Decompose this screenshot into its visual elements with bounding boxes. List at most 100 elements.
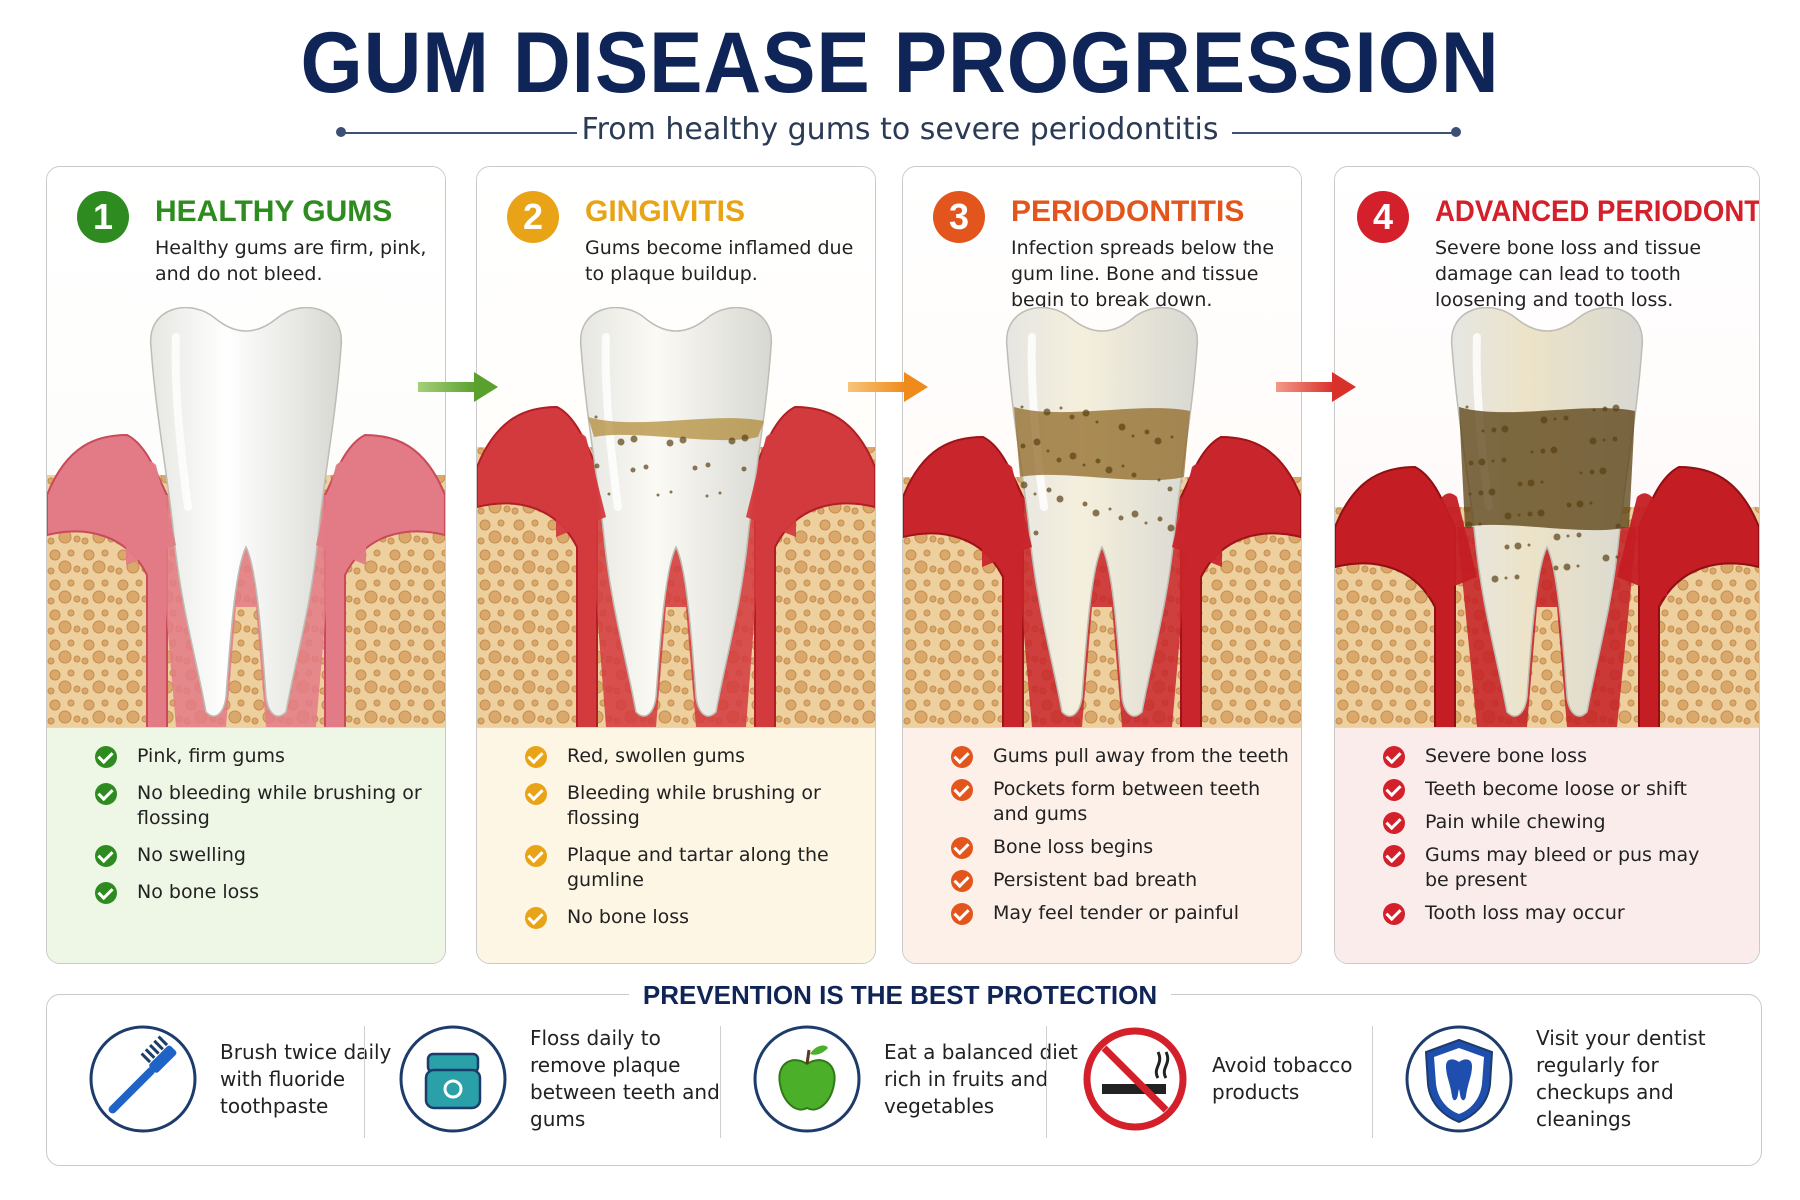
symptom-text: Persistent bad breath [993,869,1198,891]
page-subtitle: From healthy gums to severe periodontiti… [581,112,1219,147]
progression-arrow-icon [848,372,928,402]
stage-card-gingivitis: 2 GINGIVITIS Gums become inflamed due to… [476,166,876,964]
stage-title: PERIODONTITIS [1011,195,1245,228]
stage-title: HEALTHY GUMS [155,195,393,228]
stage-card-healthy: 1 HEALTHY GUMS Healthy gums are firm, pi… [46,166,446,964]
symptom-text: Pain while chewing [1425,811,1606,833]
symptom-item: Plaque and tartar along the gumline [525,843,865,893]
symptom-item: Teeth become loose or shift [1383,777,1723,802]
symptom-text: No bone loss [567,906,690,928]
symptom-text: Bone loss begins [993,836,1154,858]
symptom-item: Severe bone loss [1383,744,1723,769]
symptom-item: Persistent bad breath [951,868,1291,893]
check-icon [95,845,117,867]
symptom-text: Tooth loss may occur [1425,902,1625,924]
stage-card-advanced: 4 ADVANCED PERIODONTITIS Severe bone los… [1334,166,1760,964]
symptom-item: May feel tender or painful [951,901,1291,926]
check-icon [525,907,547,929]
symptom-text: Bleeding while brushing or flossing [567,782,821,829]
stage-card-periodontitis: 3 PERIODONTITIS Infection spreads below … [902,166,1302,964]
gingivitis-tooth-illustration [477,307,875,732]
symptom-text: No bleeding while brushing or flossing [137,782,422,829]
tip-text: Eat a balanced diet rich in fruits and v… [884,1039,1078,1118]
check-icon [1383,779,1405,801]
symptom-item: Tooth loss may occur [1383,901,1723,926]
check-icon [95,783,117,805]
progression-arrow-icon [418,372,498,402]
subtitle-right-line [1232,132,1456,134]
stage-number-badge: 1 [77,191,129,243]
symptom-item: No bone loss [525,905,865,930]
check-icon [95,746,117,768]
periodontitis-tooth-illustration [903,307,1301,732]
stage-description: Healthy gums are firm, pink, and do not … [155,237,427,285]
no-smoking-icon [1083,1027,1187,1131]
symptom-text: Plaque and tartar along the gumline [567,844,829,891]
stage-number-badge: 2 [507,191,559,243]
tip-text: Floss daily to remove plaque between tee… [530,1026,720,1131]
check-icon [951,903,973,925]
symptom-text: Pink, firm gums [137,745,285,767]
check-icon [525,783,547,805]
check-icon [525,746,547,768]
check-icon [1383,746,1405,768]
symptom-text: No bone loss [137,881,260,903]
tip-divider [720,1026,721,1138]
symptom-item: No bone loss [95,880,435,905]
check-icon [951,870,973,892]
stage-title: GINGIVITIS [585,195,746,228]
stage-description: Infection spreads below the gum line. Bo… [1011,237,1275,311]
stage-description: Gums become inflamed due to plaque build… [585,237,854,285]
tip-divider [1372,1026,1373,1138]
check-icon [1383,903,1405,925]
symptom-item: Pink, firm gums [95,744,435,769]
stage-number-badge: 3 [933,191,985,243]
stage-title: ADVANCED PERIODONTITIS [1435,195,1760,228]
tip-divider [1046,1026,1047,1138]
symptom-item: No swelling [95,843,435,868]
subtitle-row: From healthy gums to severe periodontiti… [0,112,1800,152]
progression-arrow-icon [1276,372,1356,402]
symptom-item: Gums may bleed or pus may be present [1383,843,1723,893]
tip-text: Brush twice daily with fluoride toothpas… [220,1039,392,1118]
check-icon [1383,812,1405,834]
healthy-tooth-illustration [47,307,445,732]
advanced-periodontitis-tooth-illustration [1335,307,1759,732]
check-icon [95,882,117,904]
check-icon [525,845,547,867]
symptom-item: Gums pull away from the teeth [951,744,1291,769]
toothbrush-icon [89,1025,197,1133]
symptom-list: Pink, firm gums No bleeding while brushin… [47,727,445,963]
stage-description: Severe bone loss and tissue damage can l… [1435,237,1702,311]
subtitle-right-dot [1451,127,1461,137]
check-icon [951,746,973,768]
symptom-text: Gums pull away from the teeth [993,745,1289,767]
symptom-item: Red, swollen gums [525,744,865,769]
dental-shield-icon [1405,1025,1513,1133]
symptom-text: Gums may bleed or pus may be present [1425,844,1700,891]
tip-text: Avoid tobacco products [1212,1053,1353,1104]
subtitle-left-line [341,132,577,134]
symptom-item: Pockets form between teeth and gums [951,777,1291,827]
check-icon [951,779,973,801]
symptom-item: Bleeding while brushing or flossing [525,781,865,831]
symptom-text: Severe bone loss [1425,745,1587,767]
symptom-text: No swelling [137,844,246,866]
symptom-item: Bone loss begins [951,835,1291,860]
symptom-item: No bleeding while brushing or flossing [95,781,435,831]
tip-text: Visit your dentist regularly for checkup… [1536,1026,1706,1131]
symptom-text: May feel tender or painful [993,902,1239,924]
symptom-item: Pain while chewing [1383,810,1723,835]
symptom-text: Pockets form between teeth and gums [993,778,1261,825]
check-icon [1383,845,1405,867]
floss-icon [399,1025,507,1133]
symptom-text: Red, swollen gums [567,745,746,767]
tip-divider [364,1026,365,1138]
apple-icon [753,1025,861,1133]
symptom-text: Teeth become loose or shift [1425,778,1688,800]
prevention-title: PREVENTION IS THE BEST PROTECTION [628,980,1172,1010]
page-title: GUM DISEASE PROGRESSION [300,15,1500,111]
